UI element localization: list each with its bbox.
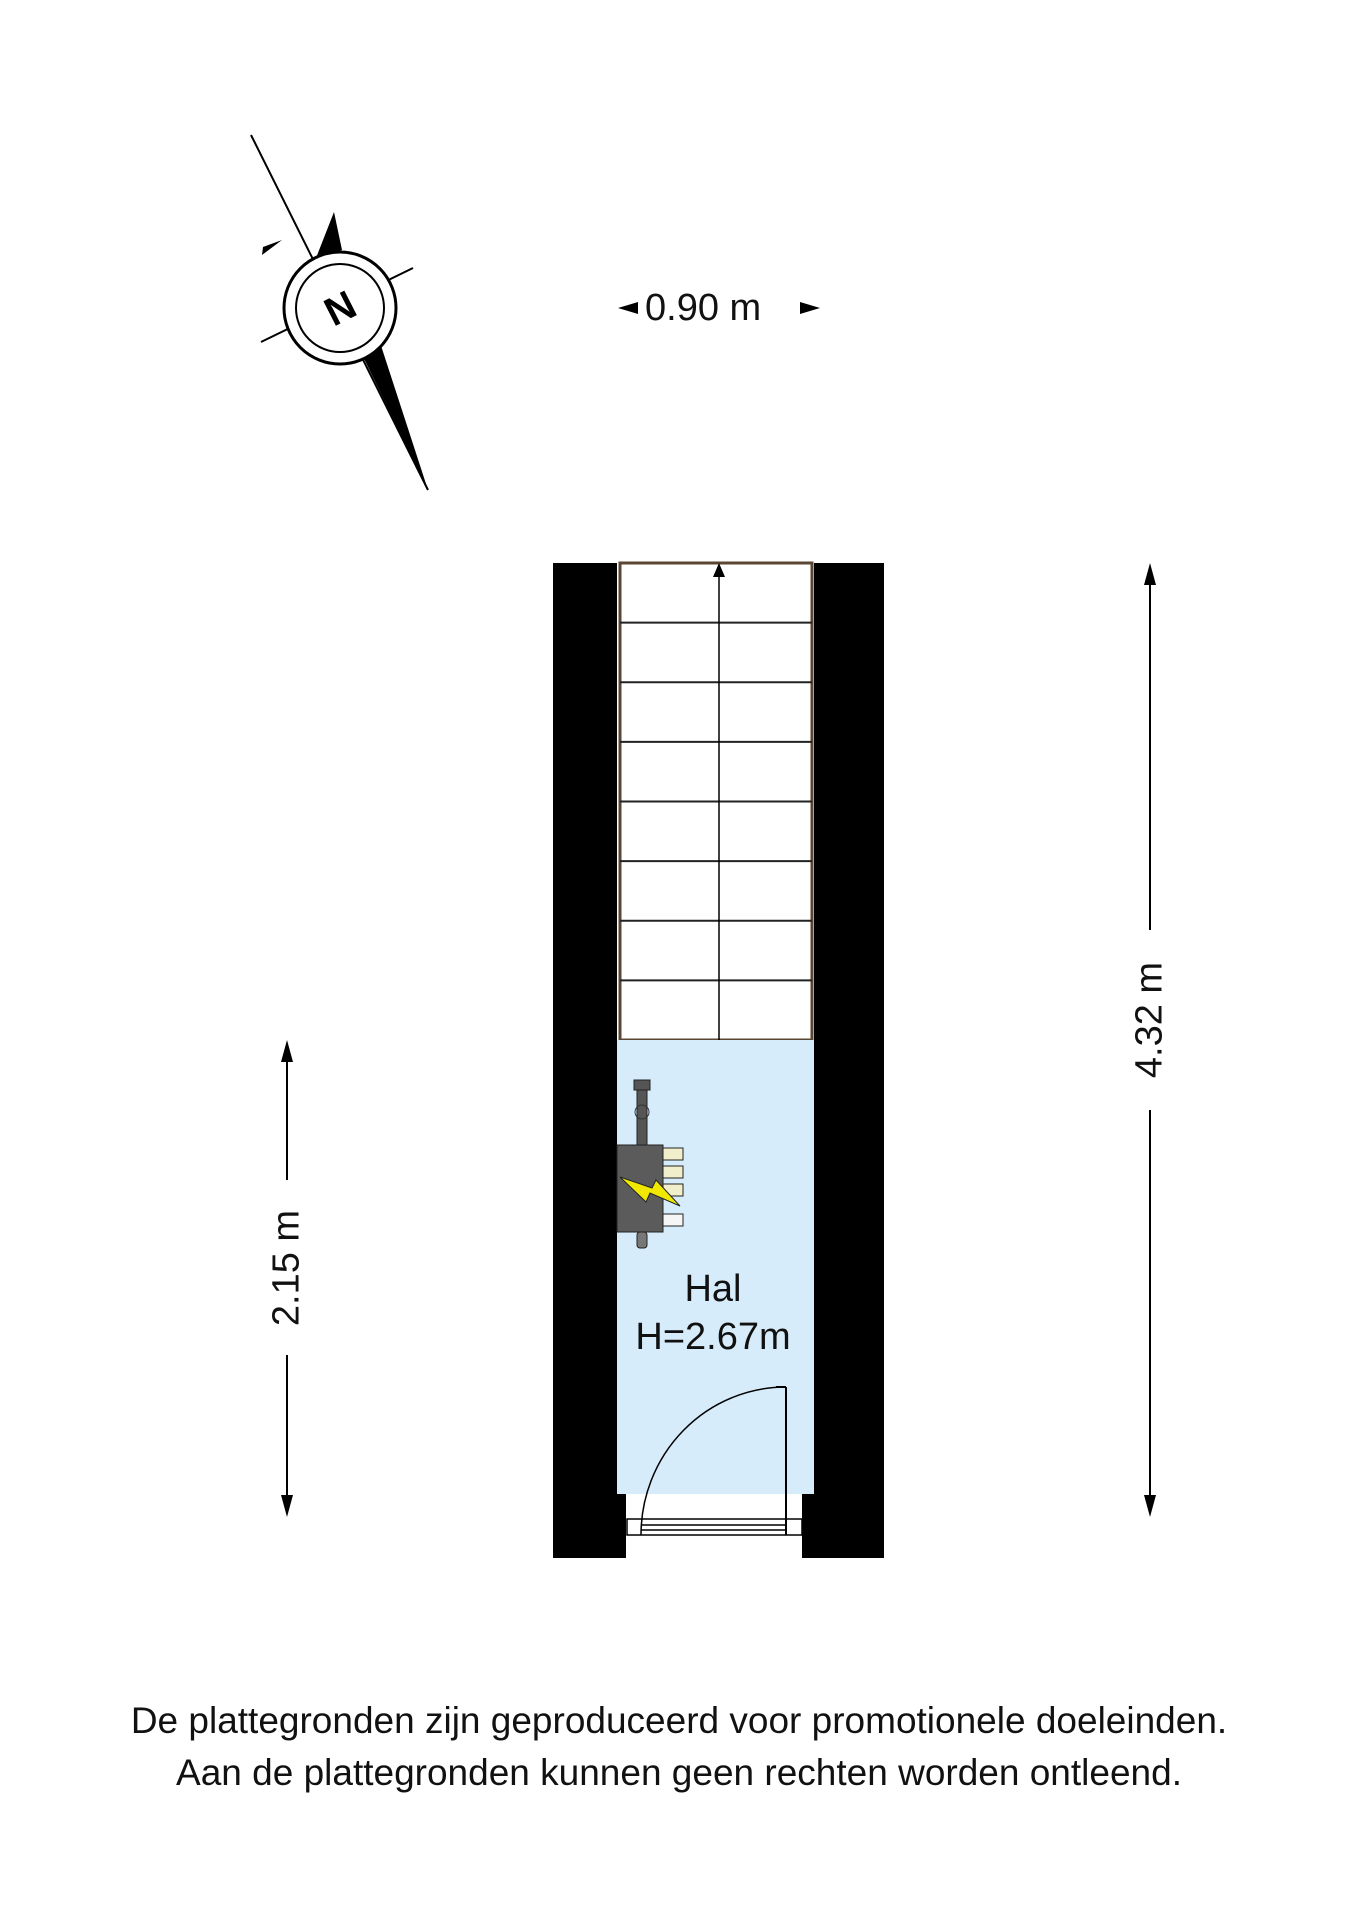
compass-icon: N [250,134,429,491]
room-name: Hal [684,1268,742,1310]
hall-room [617,1040,814,1494]
right-wall [814,563,884,1558]
left-wall [553,563,617,1558]
width-dimension-label: 0.90 m [645,287,762,329]
length-dimension-left-label: 2.15 m [265,1209,308,1327]
room-height: H=2.67m [635,1316,791,1358]
staircase [618,561,814,1042]
disclaimer-line-2: Aan de plattegronden kunnen geen rechten… [176,1752,1182,1793]
entrance-door [626,1386,803,1536]
length-dimension-right-label: 4.32 m [1128,961,1171,1079]
disclaimer-line-1: De plattegronden zijn geproduceerd voor … [130,1700,1228,1741]
dimension-lines [286,568,1151,1512]
electrical-meter-icon [616,1079,684,1249]
